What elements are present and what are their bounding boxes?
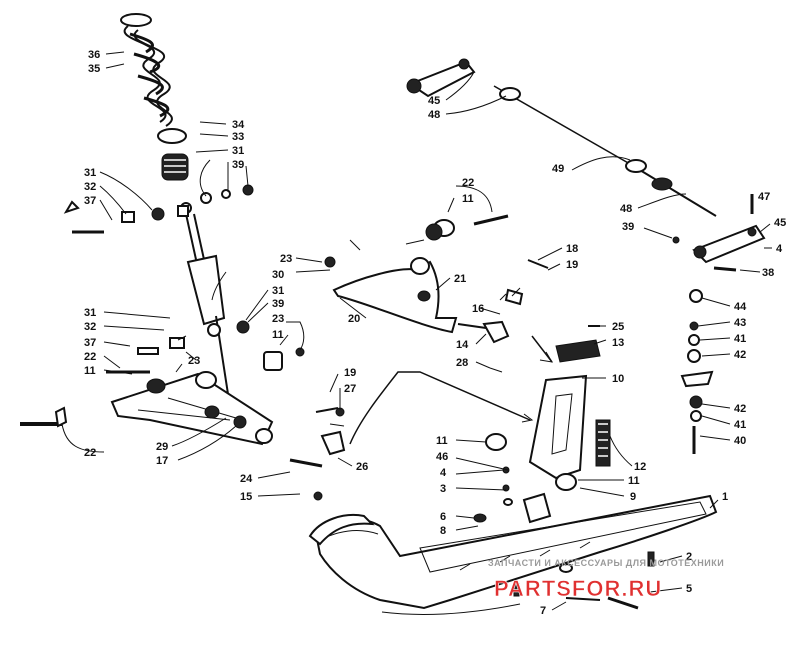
callout-40: 40 xyxy=(734,435,746,447)
callout-18: 18 xyxy=(566,243,578,255)
leader-lines xyxy=(61,51,772,611)
spindle-cap xyxy=(555,339,601,363)
callout-26: 26 xyxy=(356,461,368,473)
callout-23: 23 xyxy=(272,313,284,325)
callout-45: 45 xyxy=(774,217,786,229)
callout-5: 5 xyxy=(686,583,692,595)
callout-6: 6 xyxy=(440,511,446,523)
callout-39: 39 xyxy=(232,159,244,171)
callout-31: 31 xyxy=(84,307,96,319)
callout-49: 49 xyxy=(552,163,564,175)
callout-29: 29 xyxy=(156,441,168,453)
callout-37: 37 xyxy=(84,337,96,349)
callout-12: 12 xyxy=(634,461,646,473)
callout-19: 19 xyxy=(344,367,356,379)
callout-47: 47 xyxy=(758,191,770,203)
callout-4: 4 xyxy=(440,467,447,479)
watermark-logo: PARTSFOR.RU xyxy=(494,576,662,601)
callout-20: 20 xyxy=(348,313,360,325)
callout-37: 37 xyxy=(84,195,96,207)
callout-labels: 36 35 34 33 31 39 31 32 37 30 31 39 23 1… xyxy=(84,49,786,617)
callout-17: 17 xyxy=(156,455,168,467)
callout-43: 43 xyxy=(734,317,746,329)
callout-4: 4 xyxy=(776,243,783,255)
callout-28: 28 xyxy=(456,357,468,369)
callout-21: 21 xyxy=(454,273,466,285)
upper-a-arm xyxy=(332,260,458,334)
callout-25: 25 xyxy=(612,321,624,333)
callout-32: 32 xyxy=(84,321,96,333)
callout-44: 44 xyxy=(734,301,747,313)
callout-11: 11 xyxy=(84,365,96,377)
steering-linkage xyxy=(406,58,766,454)
callout-11: 11 xyxy=(436,435,448,447)
callout-45: 45 xyxy=(428,95,440,107)
callout-46: 46 xyxy=(436,451,448,463)
callout-24: 24 xyxy=(240,473,253,485)
callout-15: 15 xyxy=(240,491,252,503)
ski-assembly xyxy=(308,494,718,615)
callout-22: 22 xyxy=(84,447,96,459)
upper-a-arm-assembly xyxy=(324,214,509,334)
callout-11: 11 xyxy=(462,193,474,205)
spindle-assembly xyxy=(473,325,611,524)
callout-7: 7 xyxy=(540,605,546,617)
bump-stop xyxy=(161,153,189,181)
callout-33: 33 xyxy=(232,131,244,143)
callout-38: 38 xyxy=(762,267,774,279)
callout-11: 11 xyxy=(272,329,284,341)
watermark: ЗАПЧАСТИ И АКСЕССУАРЫ ДЛЯ МОТОТЕХНИКИ PA… xyxy=(488,558,724,601)
callout-41: 41 xyxy=(734,419,746,431)
lower-a-arm xyxy=(110,372,274,446)
callout-32: 32 xyxy=(84,181,96,193)
callout-39: 39 xyxy=(272,298,284,310)
callout-9: 9 xyxy=(630,491,636,503)
spindle xyxy=(528,374,588,480)
watermark-tagline: ЗАПЧАСТИ И АКСЕССУАРЫ ДЛЯ МОТОТЕХНИКИ xyxy=(488,558,724,568)
callout-34: 34 xyxy=(232,119,245,131)
callout-30: 30 xyxy=(272,269,284,281)
spring-insert xyxy=(595,419,611,467)
lower-a-arm-assembly xyxy=(20,335,305,446)
callout-48: 48 xyxy=(428,109,440,121)
callout-42: 42 xyxy=(734,403,746,415)
callout-31: 31 xyxy=(272,285,284,297)
callout-22: 22 xyxy=(462,177,474,189)
callout-1: 1 xyxy=(722,491,728,503)
callout-14: 14 xyxy=(456,339,469,351)
tie-rod-assembly xyxy=(289,259,553,501)
callout-8: 8 xyxy=(440,525,446,537)
callout-13: 13 xyxy=(612,337,624,349)
callout-10: 10 xyxy=(612,373,624,385)
callout-36: 36 xyxy=(88,49,100,61)
spring-seat-top xyxy=(120,13,152,27)
callout-23: 23 xyxy=(280,253,292,265)
shock-body xyxy=(186,254,226,326)
callout-11: 11 xyxy=(628,475,640,487)
spring-shock-assembly xyxy=(63,13,254,421)
callout-41: 41 xyxy=(734,333,746,345)
callout-3: 3 xyxy=(440,483,446,495)
callout-31: 31 xyxy=(84,167,96,179)
callout-31: 31 xyxy=(232,145,244,157)
callout-27: 27 xyxy=(344,383,356,395)
callout-35: 35 xyxy=(88,63,100,75)
callout-23: 23 xyxy=(188,355,200,367)
callout-19: 19 xyxy=(566,259,578,271)
callout-42: 42 xyxy=(734,349,746,361)
callout-22: 22 xyxy=(84,351,96,363)
callout-2: 2 xyxy=(686,551,692,563)
spring-seat-lower xyxy=(157,128,187,144)
callout-48: 48 xyxy=(620,203,632,215)
callout-39: 39 xyxy=(622,221,634,233)
callout-16: 16 xyxy=(472,303,484,315)
